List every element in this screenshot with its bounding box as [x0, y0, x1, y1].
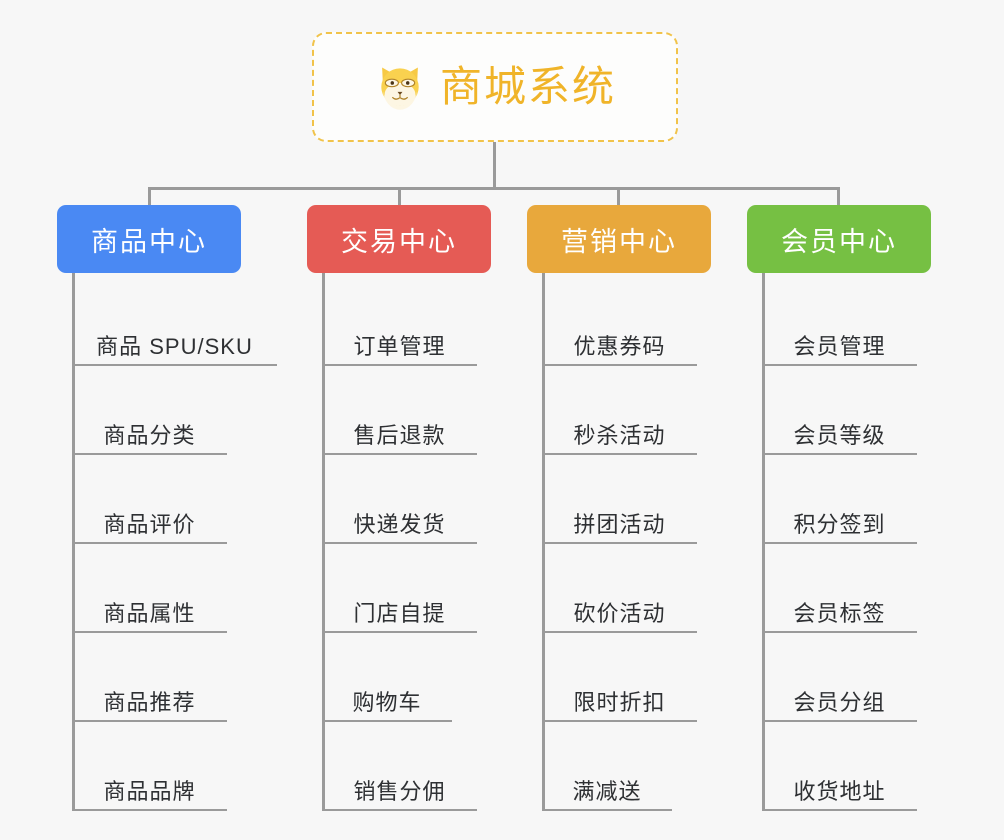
leaf-item[interactable]: 售后退款	[322, 366, 477, 455]
leaf-label: 会员管理	[793, 333, 886, 359]
leaf-label: 商品分类	[103, 422, 196, 448]
leaf-item[interactable]: 积分签到	[762, 455, 917, 544]
shiba-inu-icon	[381, 67, 419, 110]
leaf-label: 商品品牌	[103, 778, 196, 804]
leaf-item[interactable]: 购物车	[322, 633, 452, 722]
leaf-rail-2	[322, 277, 325, 811]
leaf-item[interactable]: 限时折扣	[542, 633, 697, 722]
leaf-rail-1	[72, 277, 75, 811]
leaf-label: 销售分佣	[353, 778, 446, 804]
leaf-item[interactable]: 拼团活动	[542, 455, 697, 544]
leaf-label: 积分签到	[793, 511, 886, 537]
leaf-label: 拼团活动	[573, 511, 666, 537]
leaf-label: 快递发货	[353, 511, 446, 537]
leaf-item[interactable]: 快递发货	[322, 455, 477, 544]
leaf-item[interactable]: 商品分类	[72, 366, 227, 455]
leaf-item[interactable]: 订单管理	[322, 277, 477, 366]
branch-drop-3	[617, 187, 620, 205]
root-title: 商城系统	[439, 63, 616, 110]
leaf-item[interactable]: 商品品牌	[72, 722, 227, 811]
leaf-item[interactable]: 商品推荐	[72, 633, 227, 722]
leaf-item[interactable]: 商品评价	[72, 455, 227, 544]
leaf-label: 订单管理	[353, 333, 446, 359]
category-box-1[interactable]: 商品中心	[57, 205, 241, 273]
leaf-item[interactable]: 门店自提	[322, 544, 477, 633]
leaf-label: 优惠券码	[573, 333, 666, 359]
root-node[interactable]: 商城系统	[312, 32, 678, 142]
category-box-2[interactable]: 交易中心	[307, 205, 491, 273]
category-label-2: 交易中心	[341, 226, 457, 257]
leaf-label: 满减送	[572, 778, 642, 804]
leaf-label: 会员等级	[793, 422, 886, 448]
leaf-label: 门店自提	[353, 600, 446, 626]
branch-drop-2	[398, 187, 401, 205]
leaf-label: 收货地址	[793, 778, 886, 804]
leaf-label: 限时折扣	[573, 689, 666, 715]
leaf-label: 商品推荐	[103, 689, 196, 715]
leaf-item[interactable]: 销售分佣	[322, 722, 477, 811]
leaf-label: 购物车	[352, 689, 422, 715]
trunk-connector	[493, 142, 496, 190]
leaf-label: 会员分组	[793, 689, 886, 715]
leaf-item[interactable]: 商品 SPU/SKU	[72, 277, 277, 366]
leaf-label: 商品 SPU/SKU	[96, 333, 253, 359]
leaf-item[interactable]: 商品属性	[72, 544, 227, 633]
leaf-item[interactable]: 秒杀活动	[542, 366, 697, 455]
category-label-3: 营销中心	[561, 226, 677, 257]
leaf-label: 售后退款	[353, 422, 446, 448]
category-box-4[interactable]: 会员中心	[747, 205, 931, 273]
category-label-1: 商品中心	[91, 226, 207, 257]
leaf-item[interactable]: 会员分组	[762, 633, 917, 722]
branch-drop-1	[148, 187, 151, 205]
leaf-item[interactable]: 砍价活动	[542, 544, 697, 633]
leaf-item[interactable]: 满减送	[542, 722, 672, 811]
leaf-item[interactable]: 会员等级	[762, 366, 917, 455]
leaf-label: 商品评价	[103, 511, 196, 537]
leaf-item[interactable]: 优惠券码	[542, 277, 697, 366]
leaf-rail-3	[542, 277, 545, 811]
bus-connector	[148, 187, 838, 190]
leaf-item[interactable]: 会员管理	[762, 277, 917, 366]
leaf-item[interactable]: 会员标签	[762, 544, 917, 633]
leaf-rail-4	[762, 277, 765, 811]
leaf-label: 砍价活动	[573, 600, 666, 626]
leaf-item[interactable]: 收货地址	[762, 722, 917, 811]
leaf-label: 秒杀活动	[573, 422, 666, 448]
category-box-3[interactable]: 营销中心	[527, 205, 711, 273]
leaf-label: 商品属性	[103, 600, 196, 626]
branch-drop-4	[837, 187, 840, 205]
leaf-label: 会员标签	[793, 600, 886, 626]
category-label-4: 会员中心	[781, 226, 897, 257]
